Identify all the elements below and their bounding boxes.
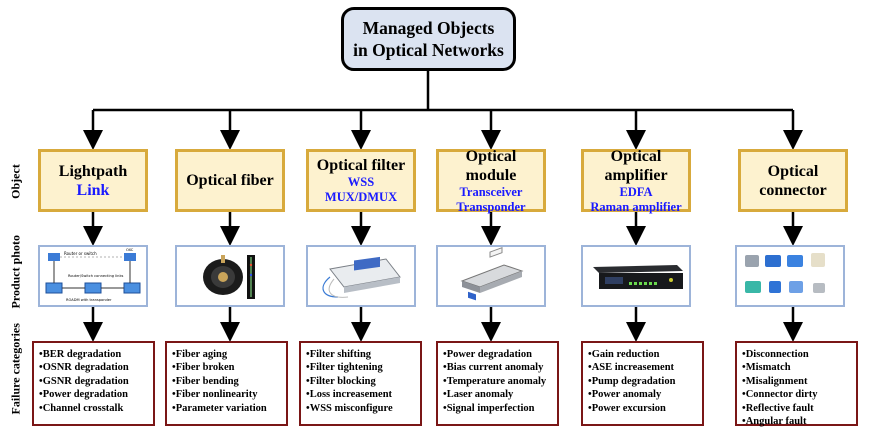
failure-item: Fiber aging [172, 348, 282, 361]
object-subtitle: EDFA Raman amplifier [590, 184, 682, 214]
photo-link-label: Router/Switch connecting links [68, 274, 124, 278]
failure-item: Loss increasement [306, 388, 416, 401]
failure-item: Disconnection [742, 348, 852, 361]
failure-item: Channel crosstalk [39, 402, 149, 415]
object-optical-amplifier: Optical amplifier EDFA Raman amplifier [581, 147, 691, 214]
failure-item: Filter blocking [306, 375, 416, 388]
row-label-object: Object [8, 164, 23, 199]
object-title: Optical connector [759, 162, 827, 199]
object-title: Optical filter [316, 157, 406, 174]
object-optical-fiber: Optical fiber [175, 149, 285, 212]
row-label-photo: Product photo [8, 235, 23, 309]
photo-optical-amplifier [581, 245, 691, 307]
photo-roadm-label: ROADM with transponder [66, 298, 112, 302]
photo-oxc-label: OXC [126, 248, 134, 252]
row-label-failure: Failure categories [8, 323, 23, 415]
object-subtitle: WSS MUX/DMUX [324, 175, 398, 204]
object-optical-module: Optical module Transceiver Transponder [436, 147, 546, 214]
failures-optical-fiber: Fiber aging Fiber broken Fiber bending F… [165, 341, 288, 426]
photo-optical-filter [306, 245, 416, 307]
failure-item: OSNR degradation [39, 361, 149, 374]
failure-item: Power excursion [588, 402, 698, 415]
failure-item: Misalignment [742, 375, 852, 388]
failure-item: Mismatch [742, 361, 852, 374]
object-title: Lightpath [58, 162, 128, 180]
failure-item: Bias current anomaly [443, 361, 553, 374]
object-optical-connector: Optical connector [738, 149, 848, 212]
object-title-blue: Link [76, 181, 110, 199]
photo-lightpath: Router or switch Router/Switch connectin… [38, 245, 148, 307]
failure-item: Fiber bending [172, 375, 282, 388]
object-title: Optical amplifier [604, 147, 668, 184]
failure-item: Power degradation [39, 388, 149, 401]
failure-item: BER degradation [39, 348, 149, 361]
failure-item: Filter tightening [306, 361, 416, 374]
failure-item: Laser anomaly [443, 388, 553, 401]
failure-item: Angular fault [742, 415, 852, 428]
failure-item: Gain reduction [588, 348, 698, 361]
failure-item: Power anomaly [588, 388, 698, 401]
failures-optical-connector: Disconnection Mismatch Misalignment Conn… [735, 341, 858, 428]
failures-lightpath: BER degradation OSNR degradation GSNR de… [32, 341, 155, 426]
failure-item: Power degradation [443, 348, 553, 361]
photo-optical-fiber [175, 245, 285, 307]
photo-optical-connector [735, 245, 845, 307]
photo-optical-module [436, 245, 546, 307]
failure-item: Signal imperfection [443, 402, 553, 415]
failure-item: Pump degradation [588, 375, 698, 388]
failure-item: WSS misconfigure [306, 402, 416, 415]
photo-router-label: Router or switch [64, 251, 97, 256]
object-title: Optical module [465, 147, 517, 184]
root-title-line2: in Optical Networks [353, 40, 504, 60]
failure-item: Parameter variation [172, 402, 282, 415]
failure-item: Temperature anomaly [443, 375, 553, 388]
object-subtitle: Transceiver Transponder [456, 184, 526, 214]
object-optical-filter: Optical filter WSS MUX/DMUX [306, 149, 416, 212]
root-title-line1: Managed Objects [362, 18, 495, 38]
failure-item: Fiber broken [172, 361, 282, 374]
root-node: Managed Objects in Optical Networks [341, 7, 516, 71]
failures-optical-amplifier: Gain reduction ASE increasement Pump deg… [581, 341, 704, 426]
failure-item: GSNR degradation [39, 375, 149, 388]
failure-item: Filter shifting [306, 348, 416, 361]
object-lightpath: Lightpath Link [38, 149, 148, 212]
failure-item: Reflective fault [742, 402, 852, 415]
failure-item: Connector dirty [742, 388, 852, 401]
failures-optical-module: Power degradation Bias current anomaly T… [436, 341, 559, 426]
failure-item: ASE increasement [588, 361, 698, 374]
object-title: Optical fiber [186, 172, 274, 189]
failure-item: Fiber nonlinearity [172, 388, 282, 401]
failures-optical-filter: Filter shifting Filter tightening Filter… [299, 341, 422, 426]
